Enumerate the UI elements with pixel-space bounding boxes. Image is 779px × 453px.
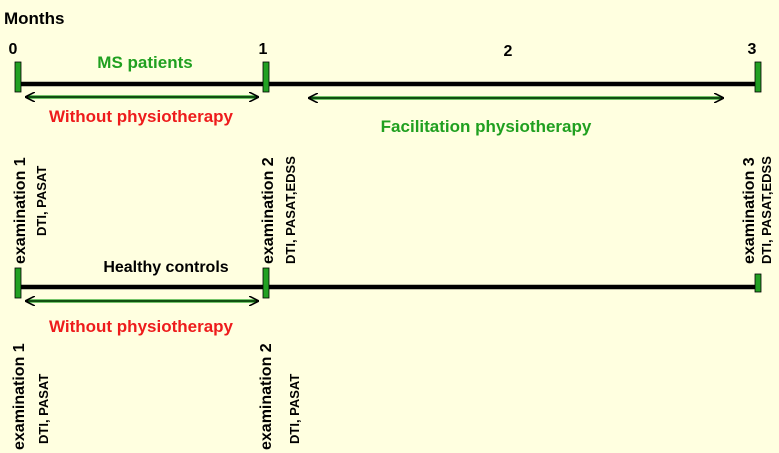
hc-marker-month-3 — [754, 273, 762, 293]
hc-phase1-label: Without physiotherapy — [49, 317, 234, 336]
hc-group-label: Healthy controls — [103, 259, 228, 276]
hc-exam2-label: examination 2 — [258, 343, 275, 450]
ms-exam3-label: examination 3 — [741, 157, 758, 264]
hc-marker-month-1 — [262, 267, 270, 299]
ms-marker-month-0 — [14, 61, 22, 93]
ms-marker-month-1 — [262, 61, 270, 93]
ms-exam1-label: examination 1 — [12, 157, 29, 264]
ms-exam2-tests: DTI, PASAT,EDSS — [283, 156, 298, 264]
ms-exam3-tests: DTI, PASAT,EDSS — [759, 156, 774, 264]
ms-group-label: MS patients — [97, 53, 192, 72]
ms-timeline: MS patients Without physiotherapy Facili… — [12, 53, 774, 264]
month-label-1: 1 — [259, 41, 268, 58]
ms-phase1-label: Without physiotherapy — [49, 107, 234, 126]
hc-exam1-label: examination 1 — [11, 343, 28, 450]
month-label-0: 0 — [9, 41, 18, 58]
month-label-2: 2 — [504, 43, 513, 60]
month-label-3: 3 — [748, 41, 757, 58]
ms-phase2-label: Facilitation physiotherapy — [381, 117, 592, 136]
ms-marker-month-3 — [754, 61, 762, 93]
hc-exam2-tests: DTI, PASAT — [287, 374, 302, 444]
hc-timeline: Healthy controls Without physiotherapy e… — [11, 259, 762, 450]
diagram-title: Months — [4, 9, 64, 28]
hc-marker-month-0 — [14, 267, 22, 299]
hc-exam1-tests: DTI, PASAT — [36, 374, 51, 444]
ms-exam2-label: examination 2 — [260, 157, 277, 264]
ms-exam1-tests: DTI, PASAT — [34, 166, 49, 236]
